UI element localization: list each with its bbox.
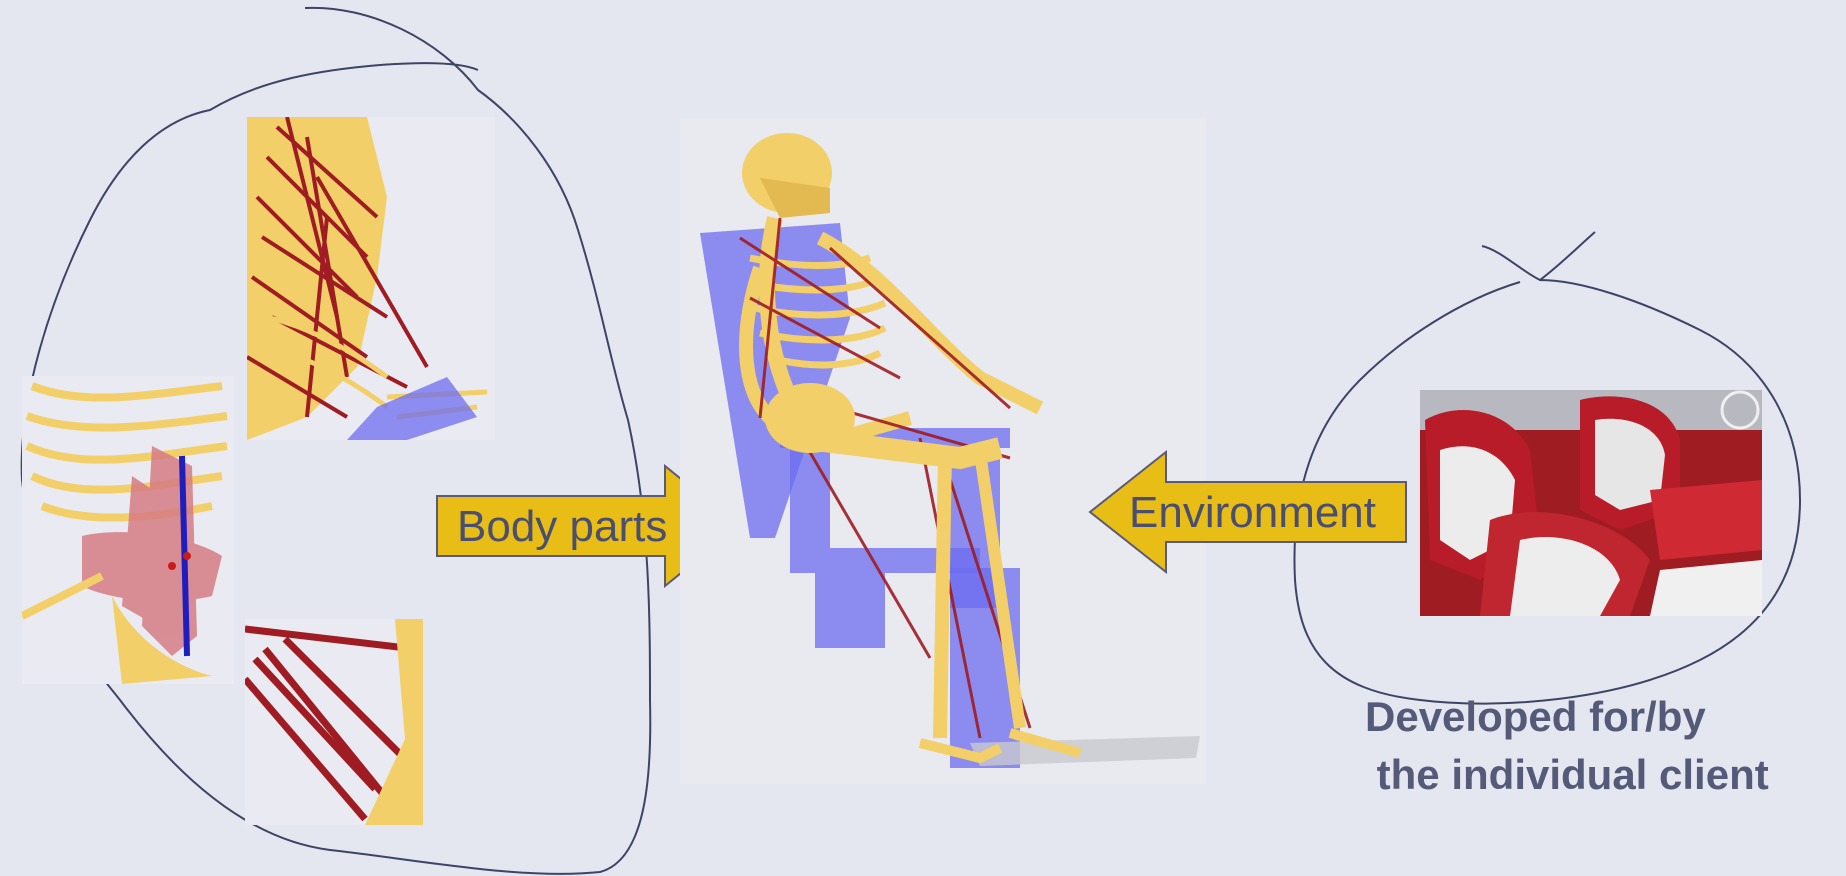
leg-muscle-closeup [245,619,423,825]
caption-line-1: Developed for/by [1365,688,1706,746]
body-parts-label: Body parts [457,505,667,549]
spine-muscle-closeup [22,376,234,684]
caption-line-2: the individual client [1365,746,1769,804]
shoulder-muscle-closeup [247,117,495,440]
environment-label: Environment [1129,491,1376,535]
red-car-seats-photo [1420,390,1762,616]
